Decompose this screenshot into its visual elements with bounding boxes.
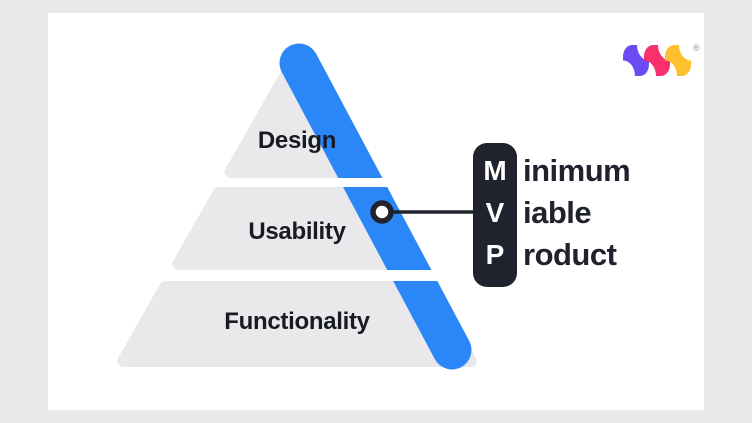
logo-wave-tile-3 [665,45,691,77]
canvas-card: Design Usability Functionality M V P ini… [48,13,704,410]
mvp-word-viable: iable [523,195,592,230]
tier-label-design: Design [257,127,337,154]
logo-wave-tile-1 [623,45,649,77]
logo-wave-tile-2 [644,45,670,77]
callout-anchor-dot [370,200,394,224]
brand-logo: ® [623,43,700,77]
mvp-words: inimum iable roduct [523,150,631,276]
mvp-letter-v: V [485,197,505,228]
registered-trademark-icon: ® [693,43,700,53]
pyramid-tier-functionality-shape [117,281,477,367]
tier-label-usability: Usability [248,218,346,245]
mvp-badge: M V P [473,143,517,287]
tier-label-functionality: Functionality [224,308,370,335]
mvp-word-minimum: inimum [523,153,631,188]
mvp-letter-p: P [485,239,505,270]
mvp-letter-m: M [483,155,507,186]
tier-separator-band-2 [108,270,538,281]
mvp-word-product: roduct [523,237,617,272]
mvp-pyramid-diagram [108,43,538,370]
tier-separator-band-1 [108,178,468,187]
